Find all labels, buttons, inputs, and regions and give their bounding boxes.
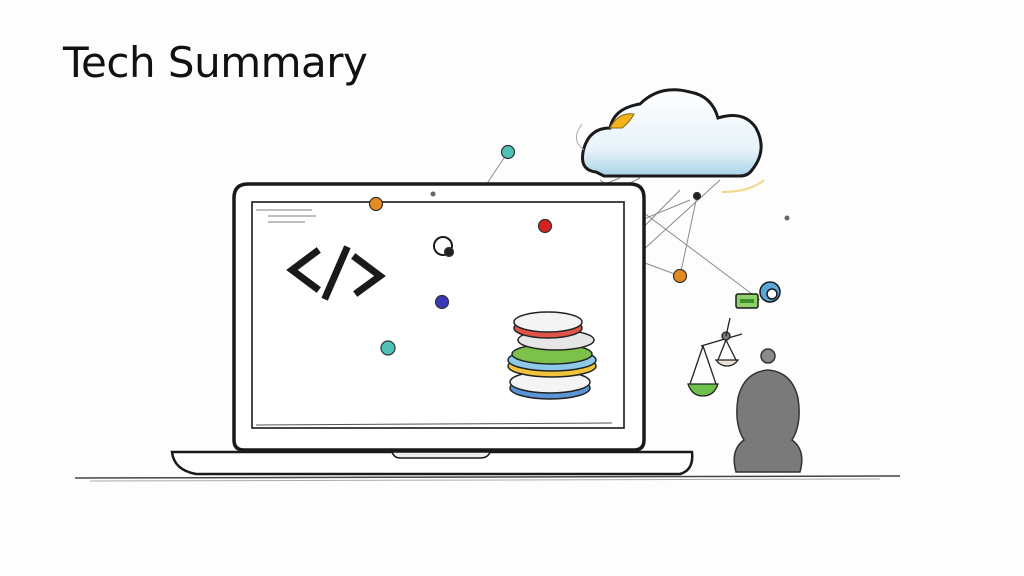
balance-scale-icon [687,317,743,397]
laptop-icon [170,182,694,476]
network-node-icons [368,144,790,356]
person-silhouette-icon [733,348,803,473]
code-brackets-icon [286,245,386,301]
ground-line [74,475,901,482]
cloud-icon [576,88,765,193]
database-stack-icon [507,311,597,400]
slide-title: Tech Summary [63,38,368,87]
gear-badge-icon [735,281,781,309]
window-lines-icon [256,209,316,223]
